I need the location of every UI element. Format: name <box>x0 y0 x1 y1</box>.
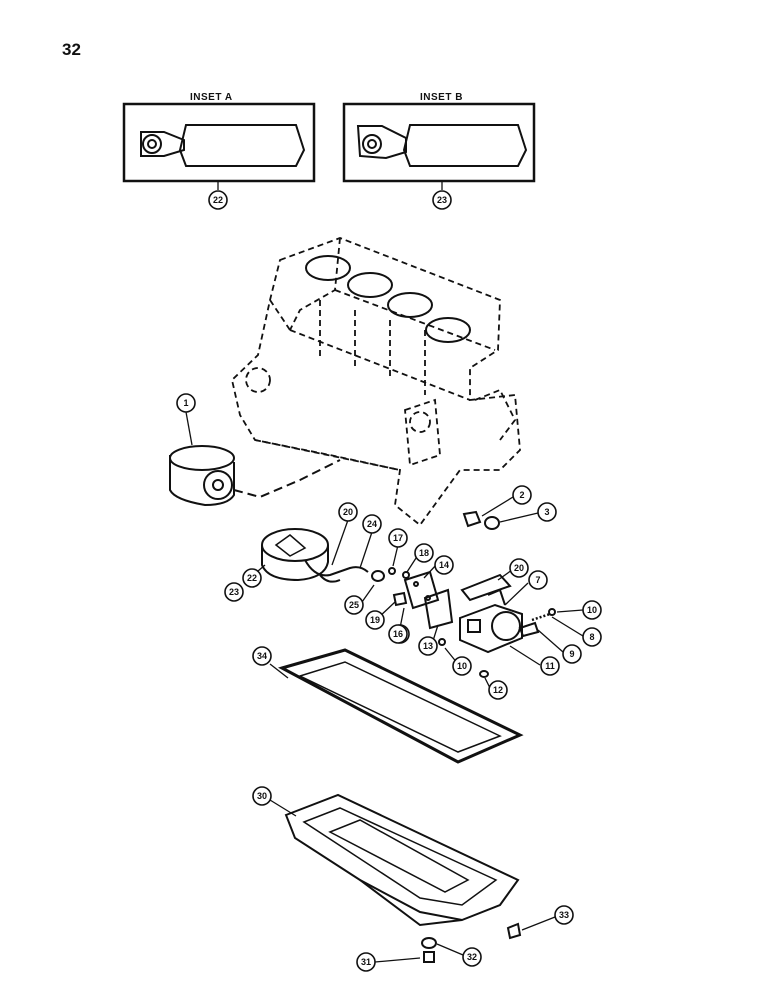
callout-10-lower: 10 <box>452 656 472 676</box>
callout-32: 32 <box>462 947 482 967</box>
svg-text:17: 17 <box>393 533 403 543</box>
oil-pump-screen <box>261 528 369 583</box>
engine-block <box>231 237 521 527</box>
pump-cover <box>403 570 440 610</box>
callout-16-label: 16 <box>388 624 408 644</box>
callout-7: 7 <box>528 570 548 590</box>
callout-24: 24 <box>362 514 382 534</box>
callout-23: 23 <box>224 582 244 602</box>
svg-text:22: 22 <box>213 195 223 205</box>
plug <box>548 608 556 616</box>
svg-text:10: 10 <box>587 605 597 615</box>
small-seal <box>402 571 410 579</box>
svg-text:23: 23 <box>437 195 447 205</box>
callout-25: 25 <box>344 595 364 615</box>
inset-b-title: INSET B <box>420 92 463 103</box>
oil-pan-gasket <box>278 648 524 764</box>
inset-b-screen <box>402 124 528 167</box>
callout-2: 2 <box>512 485 532 505</box>
inset-a-title: INSET A <box>190 92 233 103</box>
svg-text:22: 22 <box>247 573 257 583</box>
callout-bubbles: 22 23 1 2 3 7 8 9 10 10 10 11 12 13 14 1… <box>176 190 602 972</box>
drain-plug <box>423 951 435 963</box>
svg-text:12: 12 <box>493 685 503 695</box>
svg-text:31: 31 <box>361 957 371 967</box>
lockwasher <box>484 516 500 530</box>
oil-filter <box>169 445 341 507</box>
svg-text:7: 7 <box>535 575 540 585</box>
callout-10-right: 10 <box>582 600 602 620</box>
relief-spring <box>531 612 551 622</box>
callout-20-upper: 20 <box>338 502 358 522</box>
svg-text:11: 11 <box>545 661 555 671</box>
svg-text:20: 20 <box>343 507 353 517</box>
callout-1: 1 <box>176 393 196 413</box>
callout-12: 12 <box>488 680 508 700</box>
svg-text:13: 13 <box>423 641 433 651</box>
callout-22-inset: 22 <box>208 190 228 210</box>
svg-text:25: 25 <box>349 600 359 610</box>
pin <box>392 591 408 607</box>
callout-23-inset: 23 <box>432 190 452 210</box>
callout-17: 17 <box>388 528 408 548</box>
pump-gear <box>491 611 521 641</box>
svg-text:34: 34 <box>257 651 267 661</box>
inset-b-frame <box>342 102 536 183</box>
callout-31: 31 <box>356 952 376 972</box>
svg-text:10: 10 <box>457 661 467 671</box>
callout-8: 8 <box>582 627 602 647</box>
svg-text:3: 3 <box>544 507 549 517</box>
inset-a-frame <box>122 102 316 183</box>
pan-bolt <box>506 922 522 940</box>
oil-pan <box>284 793 520 927</box>
svg-text:9: 9 <box>569 649 574 659</box>
oil-pump-body <box>459 588 523 654</box>
inset-a-screen <box>178 124 306 167</box>
svg-text:2: 2 <box>519 490 524 500</box>
svg-text:20: 20 <box>514 563 524 573</box>
bolt <box>462 510 482 528</box>
svg-text:18: 18 <box>419 548 429 558</box>
callout-13: 13 <box>418 636 438 656</box>
svg-text:16: 16 <box>393 629 403 639</box>
svg-text:1: 1 <box>183 398 188 408</box>
check-ball <box>388 567 396 575</box>
callout-20-right: 20 <box>509 558 529 578</box>
svg-text:23: 23 <box>229 587 239 597</box>
cover-gasket <box>423 588 454 630</box>
callout-3: 3 <box>537 502 557 522</box>
callout-19: 19 <box>365 610 385 630</box>
callout-34: 34 <box>252 646 272 666</box>
callout-9: 9 <box>562 644 582 664</box>
svg-text:32: 32 <box>467 952 477 962</box>
svg-text:14: 14 <box>439 560 449 570</box>
page-number: 32 <box>62 40 81 59</box>
callout-33: 33 <box>554 905 574 925</box>
oil-pump-tube <box>304 559 369 577</box>
pump-mounting-gasket <box>460 573 512 602</box>
svg-text:19: 19 <box>370 615 380 625</box>
inset-b-tube-flange <box>362 134 382 154</box>
svg-text:24: 24 <box>367 519 377 529</box>
callout-18: 18 <box>414 543 434 563</box>
callout-30: 30 <box>252 786 272 806</box>
svg-text:33: 33 <box>559 910 569 920</box>
washer-small <box>438 638 446 646</box>
tube-o-ring <box>371 570 385 582</box>
svg-text:8: 8 <box>589 632 594 642</box>
engine-cylinder-bores <box>305 255 471 343</box>
svg-text:30: 30 <box>257 791 267 801</box>
inset-a-tube-flange <box>142 134 162 154</box>
relief-valve <box>518 621 540 638</box>
roll-pin <box>479 670 489 678</box>
callout-14: 14 <box>434 555 454 575</box>
callout-11: 11 <box>540 656 560 676</box>
drain-plug-gasket <box>421 937 437 949</box>
callout-22: 22 <box>242 568 262 588</box>
